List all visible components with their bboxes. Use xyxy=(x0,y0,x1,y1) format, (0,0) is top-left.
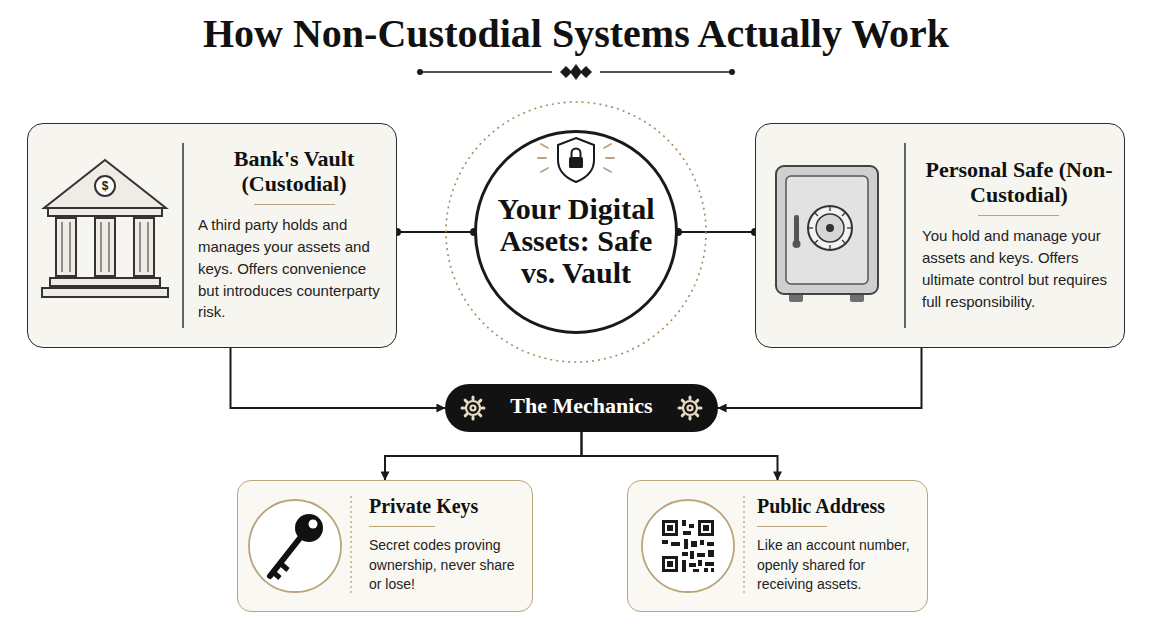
node-heading: Public Address xyxy=(757,495,923,518)
mechanics-pill: The Mechanics xyxy=(445,384,718,432)
node-body: You hold and manage your assets and keys… xyxy=(922,225,1116,312)
connector xyxy=(385,432,582,480)
connector xyxy=(718,348,922,408)
mini-divider xyxy=(743,496,744,596)
card-divider xyxy=(182,143,184,328)
shield-icon xyxy=(538,138,614,182)
key-icon xyxy=(249,500,341,592)
heading-rule xyxy=(369,526,435,527)
mini-divider xyxy=(350,496,351,596)
dotted-ring xyxy=(446,102,706,362)
text-area: Your Digital Assets: Safe vs. Vault xyxy=(491,193,661,301)
connector xyxy=(678,231,755,233)
node-heading: Bank's Vault (Custodial) xyxy=(198,146,390,197)
gear-icon xyxy=(679,397,701,419)
card-divider xyxy=(904,143,906,328)
bank-icon xyxy=(42,160,168,297)
heading-rule xyxy=(757,526,827,527)
text-area: Private KeysSecret codes proving ownersh… xyxy=(369,487,527,603)
text-area: Personal Safe (Non-Custodial) You hold an… xyxy=(922,132,1116,337)
node-heading: Private Keys xyxy=(369,495,527,518)
custodial-card: Bank's Vault (Custodial) A third party ho… xyxy=(27,123,397,348)
node-body: Secret codes proving ownership, never sh… xyxy=(369,536,527,595)
qr-icon xyxy=(642,500,734,592)
node-heading: The Mechanics xyxy=(495,394,668,418)
safe-icon xyxy=(776,166,878,302)
gear-icon xyxy=(462,397,484,419)
node-body: A third party holds and manages your ass… xyxy=(198,214,390,323)
non-custodial-card: Personal Safe (Non-Custodial) You hold an… xyxy=(755,123,1125,348)
public-address-card: Public AddressLike an account number, op… xyxy=(627,480,928,612)
private-keys-card: Private KeysSecret codes proving ownersh… xyxy=(237,480,533,612)
connector xyxy=(582,432,778,480)
node-body: Like an account number, openly shared fo… xyxy=(757,536,923,595)
connector xyxy=(397,231,474,233)
diagram-title: How Non-Custodial Systems Actually Work xyxy=(0,8,1152,60)
text-area: Bank's Vault (Custodial) A third party ho… xyxy=(198,132,390,337)
node-heading: Your Digital Assets: Safe vs. Vault xyxy=(491,193,661,289)
heading-rule xyxy=(978,215,1059,216)
title-ornament xyxy=(417,64,735,80)
node-heading: Personal Safe (Non-Custodial) xyxy=(922,157,1116,208)
icon-label: $ xyxy=(95,178,115,194)
text-area: The Mechanics xyxy=(495,384,668,428)
heading-rule xyxy=(254,204,335,205)
connector xyxy=(231,348,446,408)
text-area: Public AddressLike an account number, op… xyxy=(757,487,923,603)
center-circle: Your Digital Assets: Safe vs. Vault xyxy=(474,130,678,334)
